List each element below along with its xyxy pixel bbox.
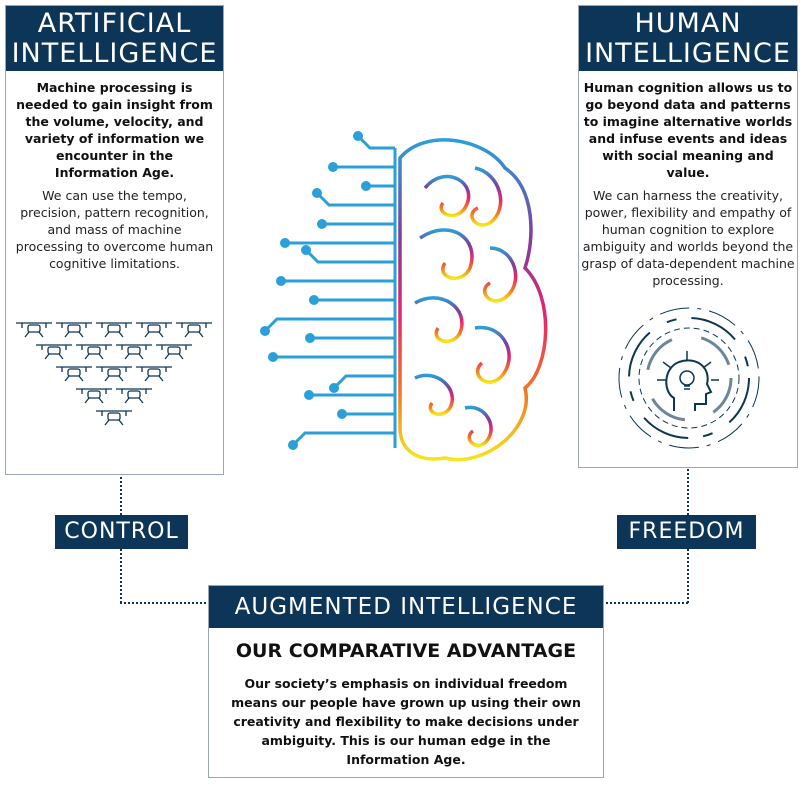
- augmented-panel: AUGMENTED INTELLIGENCE OUR COMPARATIVE A…: [208, 585, 604, 778]
- drone-icon: [76, 344, 112, 360]
- circuit-half: [260, 131, 397, 450]
- circuit-node: [304, 390, 314, 400]
- connector-left-horizontal: [120, 602, 210, 604]
- augmented-title: AUGMENTED INTELLIGENCE: [209, 586, 603, 628]
- drone-icon: [96, 366, 132, 382]
- drone-icon: [36, 344, 72, 360]
- circuit-trace: [304, 248, 395, 264]
- ai-title-line1: ARTIFICIAL: [37, 8, 192, 39]
- circuit-trace: [315, 191, 395, 207]
- drone-icon: [176, 322, 212, 338]
- drone-icon: [56, 366, 92, 382]
- brain-illustration: [260, 131, 548, 462]
- hi-title-line2: INTELLIGENCE: [585, 38, 791, 69]
- circuit-trace: [291, 431, 395, 447]
- circuit-node: [268, 352, 278, 362]
- circuit-trace: [263, 317, 395, 333]
- drone-icon: [56, 322, 92, 338]
- circuit-node: [317, 219, 327, 229]
- circuit-node: [328, 162, 338, 172]
- control-label: CONTROL: [55, 515, 188, 549]
- hi-bold-text: Human cognition allows us to go beyond d…: [583, 80, 793, 180]
- swirl-half: [398, 138, 548, 462]
- circuit-node: [305, 333, 315, 343]
- human-thinking-head-icon: [618, 307, 760, 449]
- circuit-trace: [356, 134, 395, 150]
- drone-icon: [156, 344, 192, 360]
- drone-icon: [116, 388, 152, 404]
- drone-icon: [96, 322, 132, 338]
- drone-icon: [136, 366, 172, 382]
- drone-swarm-icon: [16, 322, 212, 426]
- circuit-node: [280, 238, 290, 248]
- drone-icon: [116, 344, 152, 360]
- circuit-node: [312, 188, 322, 198]
- ai-body-text: We can use the tempo, precision, pattern…: [15, 188, 214, 271]
- circuit-node: [276, 276, 286, 286]
- circuit-node: [337, 409, 347, 419]
- connector-right-horizontal: [602, 602, 688, 604]
- circuit-node: [329, 383, 339, 393]
- augmented-subtitle: OUR COMPARATIVE ADVANTAGE: [235, 640, 577, 662]
- hi-title-line1: HUMAN: [634, 8, 742, 39]
- freedom-label: FREEDOM: [617, 515, 756, 549]
- ai-bold-text: Machine processing is needed to gain ins…: [16, 80, 213, 180]
- circuit-trace: [332, 374, 395, 390]
- circuit-node: [353, 131, 363, 141]
- circuit-node: [260, 326, 270, 336]
- drone-icon: [16, 322, 52, 338]
- drone-icon: [136, 322, 172, 338]
- drone-icon: [96, 410, 132, 426]
- ai-title-line2: INTELLIGENCE: [11, 38, 218, 69]
- hi-body-text: We can harness the creativity, power, fl…: [581, 188, 795, 288]
- ai-panel: ARTIFICIAL INTELLIGENCE Machine processi…: [5, 5, 224, 475]
- hi-title: HUMAN INTELLIGENCE: [579, 6, 797, 71]
- ai-title: ARTIFICIAL INTELLIGENCE: [6, 6, 223, 71]
- hi-panel: HUMAN INTELLIGENCE Human cognition allow…: [578, 5, 798, 468]
- circuit-node: [288, 440, 298, 450]
- drone-icon: [76, 388, 112, 404]
- augmented-body-text: Our society’s emphasis on individual fre…: [231, 676, 581, 767]
- circuit-node: [301, 245, 311, 255]
- circuit-node: [309, 295, 319, 305]
- circuit-node: [361, 181, 371, 191]
